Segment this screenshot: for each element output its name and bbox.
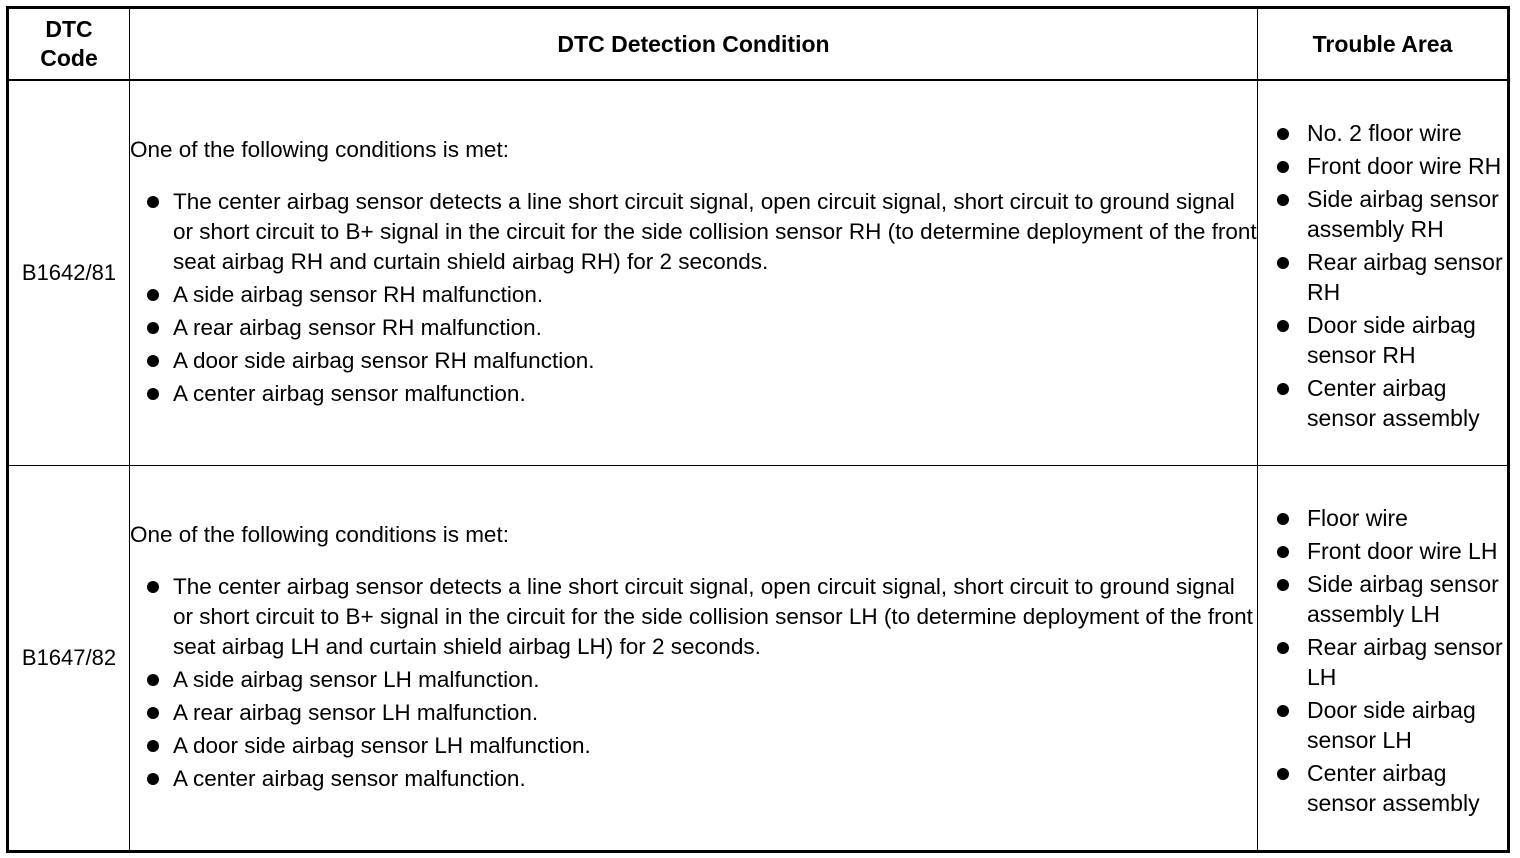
list-item: Rear airbag sensor RH [1277,247,1507,307]
condition-intro: One of the following conditions is met: [130,136,509,162]
area-text: Center airbag sensor assembly [1307,759,1480,816]
list-item: A door side airbag sensor RH malfunction… [147,346,1257,376]
list-item: Rear airbag sensor LH [1277,632,1507,692]
list-item: A door side airbag sensor LH malfunction… [147,731,1257,761]
list-item: Floor wire [1277,503,1507,533]
list-item: Door side airbag sensor RH [1277,310,1507,370]
condition-text: A side airbag sensor RH malfunction. [173,281,544,307]
bullet-icon [1277,704,1289,717]
detection-condition-cell: One of the following conditions is met: … [129,465,1258,852]
header-row: DTC Code DTC Detection Condition Trouble… [7,7,1509,81]
dtc-code-cell: B1642/81 [7,79,130,466]
table-row: B1647/82 One of the following conditions… [7,465,1509,852]
list-item: The center airbag sensor detects a line … [147,572,1257,662]
bullet-icon [1277,545,1289,558]
bullet-icon [1277,256,1289,269]
trouble-area-cell: Floor wire Front door wire LH Side airba… [1257,465,1509,852]
bullet-icon [1277,127,1289,140]
header-trouble-area: Trouble Area [1257,7,1509,81]
condition-text: A door side airbag sensor LH malfunction… [173,732,591,758]
bullet-icon [1277,382,1289,395]
area-text: Floor wire [1307,504,1408,531]
condition-text: A rear airbag sensor RH malfunction. [173,314,542,340]
area-text: Rear airbag sensor RH [1307,248,1503,305]
condition-text: A center airbag sensor malfunction. [173,380,526,406]
condition-text: A rear airbag sensor LH malfunction. [173,699,539,725]
bullet-icon [147,580,159,593]
bullet-icon [1277,578,1289,591]
list-item: A rear airbag sensor LH malfunction. [147,698,1257,728]
condition-text: The center airbag sensor detects a line … [173,573,1253,659]
condition-list: The center airbag sensor detects a line … [130,572,1257,794]
bullet-icon [1277,767,1289,780]
bullet-icon [147,673,159,686]
area-text: Side airbag sensor assembly RH [1307,185,1499,242]
table-row: B1642/81 One of the following conditions… [7,79,1509,466]
dtc-table: DTC Code DTC Detection Condition Trouble… [6,6,1510,853]
list-item: The center airbag sensor detects a line … [147,187,1257,277]
bullet-icon [147,772,159,785]
area-text: No. 2 floor wire [1307,119,1462,146]
bullet-icon [1277,160,1289,173]
list-item: Center airbag sensor assembly [1277,758,1507,818]
list-item: Front door wire RH [1277,151,1507,181]
list-item: A center airbag sensor malfunction. [147,379,1257,409]
detection-condition-cell: One of the following conditions is met: … [129,79,1258,466]
list-item: A center airbag sensor malfunction. [147,764,1257,794]
header-dtc-code-line2: Code [40,45,98,71]
bullet-icon [1277,641,1289,654]
list-item: A side airbag sensor LH malfunction. [147,665,1257,695]
condition-text: A center airbag sensor malfunction. [173,765,526,791]
list-item: A rear airbag sensor RH malfunction. [147,313,1257,343]
bullet-icon [147,195,159,208]
trouble-area-cell: No. 2 floor wire Front door wire RH Side… [1257,79,1509,466]
area-text: Door side airbag sensor LH [1307,696,1476,753]
trouble-area-list: Floor wire Front door wire LH Side airba… [1258,496,1507,818]
condition-list: The center airbag sensor detects a line … [130,187,1257,409]
area-text: Door side airbag sensor RH [1307,311,1476,368]
bullet-icon [147,387,159,400]
bullet-icon [1277,512,1289,525]
bullet-icon [147,354,159,367]
bullet-icon [1277,319,1289,332]
bullet-icon [147,288,159,301]
area-text: Front door wire RH [1307,152,1502,179]
condition-text: A side airbag sensor LH malfunction. [173,666,540,692]
area-text: Center airbag sensor assembly [1307,374,1480,431]
list-item: A side airbag sensor RH malfunction. [147,280,1257,310]
bullet-icon [1277,193,1289,206]
header-detection-condition: DTC Detection Condition [129,7,1258,81]
condition-text: The center airbag sensor detects a line … [173,188,1257,274]
bullet-icon [147,706,159,719]
bullet-icon [147,321,159,334]
list-item: Front door wire LH [1277,536,1507,566]
condition-intro: One of the following conditions is met: [130,521,509,547]
trouble-area-list: No. 2 floor wire Front door wire RH Side… [1258,111,1507,433]
list-item: Center airbag sensor assembly [1277,373,1507,433]
condition-text: A door side airbag sensor RH malfunction… [173,347,595,373]
bullet-icon [147,739,159,752]
area-text: Front door wire LH [1307,537,1498,564]
dtc-code-cell: B1647/82 [7,465,130,852]
header-dtc-code: DTC Code [7,7,130,81]
header-dtc-code-line1: DTC [45,16,93,42]
list-item: Door side airbag sensor LH [1277,695,1507,755]
list-item: No. 2 floor wire [1277,118,1507,148]
list-item: Side airbag sensor assembly RH [1277,184,1507,244]
list-item: Side airbag sensor assembly LH [1277,569,1507,629]
area-text: Side airbag sensor assembly LH [1307,570,1499,627]
area-text: Rear airbag sensor LH [1307,633,1503,690]
